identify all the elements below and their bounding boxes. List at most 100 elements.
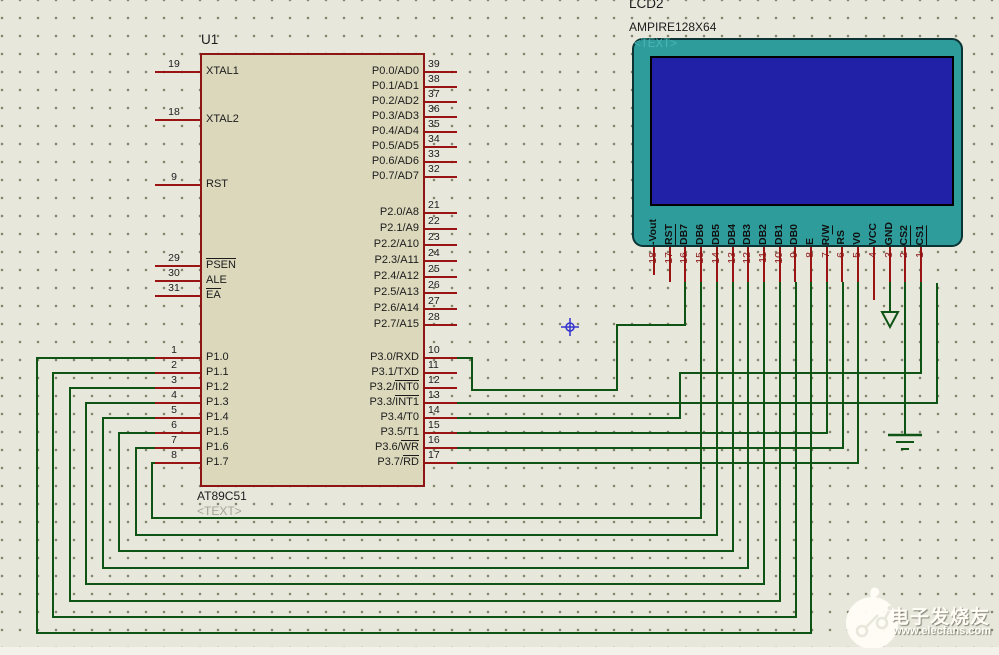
wire[interactable]: [151, 282, 702, 519]
power-terminal-arrow-icon[interactable]: [880, 311, 900, 330]
pin-label-text: P0.7/AD7: [371, 170, 419, 182]
chip-ref-label[interactable]: U1: [201, 32, 219, 47]
chip-pin-name: P2.4/A12: [250, 270, 419, 282]
pin-label-text: P0.4/AD4: [371, 125, 419, 137]
lcd-screen: [650, 56, 954, 206]
pin-label-text: R/: [820, 234, 832, 246]
chip-pin-number: 19: [168, 58, 180, 70]
lcd-ampire128x64-body[interactable]: [632, 38, 963, 247]
lcd-pin-name: DB2: [757, 224, 770, 245]
chip-pin-name: EA: [206, 288, 221, 301]
chip-pin-name: XTAL1: [206, 65, 239, 77]
chip-pin-number: 22: [428, 215, 440, 227]
chip-pin-number: 31: [168, 282, 180, 294]
chip-pin-number: 34: [428, 133, 440, 145]
pin-label-text: P2.4/A12: [373, 270, 419, 282]
pin-label-text: XTAL1: [206, 65, 239, 77]
lcd-pin-number: 13: [726, 252, 738, 264]
pin-label-text: P3.5/T1: [380, 426, 419, 438]
pin-label-text: P0.0/AD0: [371, 65, 419, 77]
lcd-pin-name: VCC: [867, 223, 880, 245]
wire[interactable]: [457, 283, 938, 404]
lcd-part-label[interactable]: AMPIRE128X64: [629, 20, 717, 34]
pin-label-text: DB2: [757, 223, 769, 245]
chip-pin-name: P2.6/A14: [250, 302, 419, 314]
lcd-pin-number: 5: [851, 252, 863, 258]
chip-part-label[interactable]: AT89C51: [197, 489, 247, 503]
chip-pin-number: 3: [171, 374, 177, 386]
pin-label-text: DB6: [694, 223, 706, 245]
chip-pin-name: P3.0/RXD: [250, 351, 419, 363]
mcu-at89c51-body[interactable]: [200, 53, 425, 487]
lcd-pin-number: 7: [820, 252, 832, 258]
chip-pin-number: 24: [428, 247, 440, 259]
pin-label-text: P0.3/AD3: [371, 110, 419, 122]
chip-pin-name: P0.2/AD2: [250, 95, 419, 107]
wire[interactable]: [457, 282, 922, 419]
chip-pin-name: P1.5: [206, 426, 229, 438]
chip-pin-number: 37: [428, 88, 440, 100]
wire[interactable]: [457, 282, 859, 464]
pin-label-text: DB4: [726, 223, 738, 245]
pin-label-text: P2.7/A15: [373, 318, 419, 330]
pin-label-text: P2.6/A14: [373, 302, 419, 314]
lcd-pin-name: DB6: [694, 224, 707, 245]
pin-label-text: P1.1: [206, 366, 229, 378]
chip-pin-name: P1.7: [206, 456, 229, 468]
pin-label-text: XTAL2: [206, 113, 239, 125]
chip-pin-number: 4: [171, 389, 177, 401]
watermark-url: www.elecfans.com: [893, 625, 992, 637]
lcd-pin-name: DB3: [741, 224, 754, 245]
lcd-text-placeholder[interactable]: <TEXT>: [634, 38, 677, 50]
chip-pin-number: 10: [428, 344, 440, 356]
lcd-pin-number: 11: [757, 252, 769, 263]
chip-pin-name: P1.6: [206, 441, 229, 453]
lcd-pin-number: 12: [741, 252, 753, 264]
wire[interactable]: [69, 282, 781, 602]
chip-pin-name: P2.5/A13: [250, 286, 419, 298]
chip-pin-number: 27: [428, 295, 440, 307]
chip-pin-number: 38: [428, 73, 440, 85]
pin-label-text: P0.2/AD2: [371, 95, 419, 107]
wire[interactable]: [85, 282, 765, 585]
lcd-pin-number: 16: [678, 252, 690, 264]
lcd-pin-name: DB0: [788, 224, 801, 245]
chip-pin-name: P0.1/AD1: [250, 80, 419, 92]
wire[interactable]: [118, 282, 734, 552]
chip-pin-number: 23: [428, 231, 440, 243]
chip-pin-name: P2.1/A9: [250, 222, 419, 234]
chip-pin-name: P1.3: [206, 396, 229, 408]
lcd-ref-label[interactable]: LCD2: [629, 0, 664, 11]
lcd-pin-name: DB1: [773, 224, 786, 245]
chip-pin-name: P3.5/T1: [250, 426, 419, 438]
pin-label-text: P3.6/: [374, 441, 401, 453]
wire[interactable]: [457, 282, 686, 391]
chip-pin-name: P2.0/A8: [250, 206, 419, 218]
chip-pin-name: P3.1/TXD: [250, 366, 419, 378]
chip-text-placeholder[interactable]: <TEXT>: [197, 504, 242, 518]
wire[interactable]: [135, 282, 718, 536]
pin-label-text: DB7: [678, 223, 690, 245]
chip-pin-name: P3.3/INT1: [250, 395, 419, 408]
chip-pin-number: 35: [428, 118, 440, 130]
pin-label-text: P3.0/RXD: [370, 351, 419, 363]
wire[interactable]: [36, 282, 812, 634]
pin-label-text: P3.7/: [377, 456, 404, 468]
pin-label-text: DB1: [773, 223, 785, 245]
chip-pin-number: 1: [171, 344, 177, 356]
chip-pin-name: XTAL2: [206, 113, 239, 125]
lcd-pin-name: V0: [851, 232, 864, 245]
pin-label-text: V0: [851, 232, 863, 245]
lcd-pin-number: 9: [788, 252, 800, 258]
pin-label-overlined: INT1: [395, 395, 419, 408]
wire[interactable]: [102, 282, 749, 569]
wire[interactable]: [52, 282, 797, 618]
wire[interactable]: [457, 282, 844, 449]
pin-label-text: P1.0: [206, 351, 229, 363]
chip-pin-number: 12: [428, 374, 440, 386]
wire[interactable]: [457, 282, 828, 434]
pin-label-text: P2.2/A10: [373, 238, 419, 250]
chip-pin-name: P1.4: [206, 411, 229, 423]
pin-label-overlined: RD: [403, 455, 419, 468]
